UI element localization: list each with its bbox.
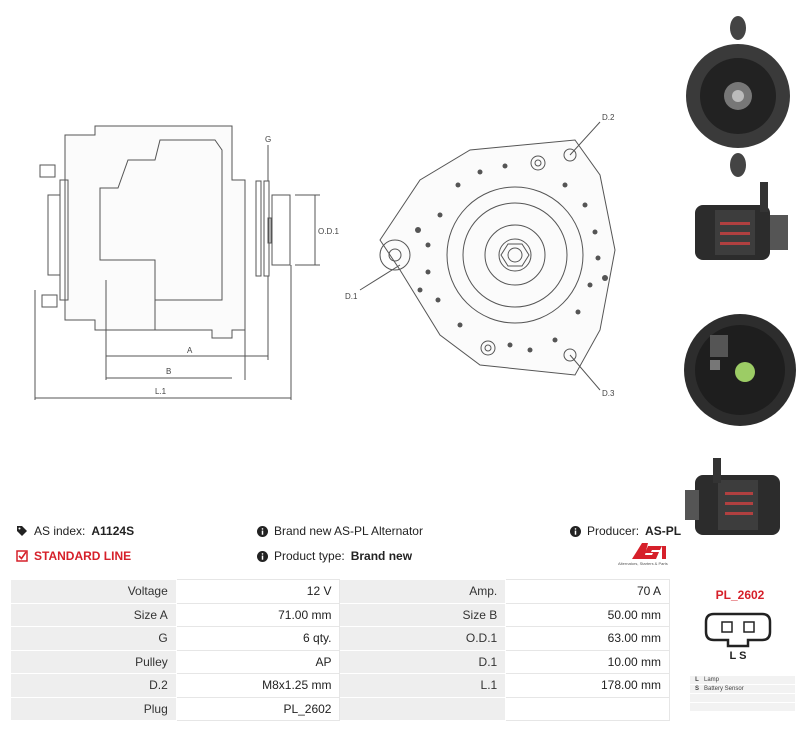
info-icon: [256, 550, 268, 562]
spec-value: 71.00 mm: [175, 602, 341, 627]
photo-front-view: [686, 16, 790, 177]
spec-value: AP: [175, 649, 341, 674]
legend-text: Lamp: [704, 677, 720, 683]
as-index-value: A1124S: [91, 524, 135, 538]
spec-value: M8x1.25 mm: [175, 673, 341, 698]
spec-label: Voltage: [10, 579, 177, 604]
legend-key: L: [695, 677, 699, 683]
photo-side-view-2: [685, 458, 780, 535]
spec-label: Size B: [339, 602, 507, 627]
spec-label: G: [10, 626, 177, 651]
checkbox-icon: [16, 550, 28, 562]
spec-value: 12 V: [175, 579, 341, 604]
standard-line-label: STANDARD LINE: [34, 549, 132, 563]
spec-label: L.1: [339, 673, 507, 698]
technical-drawing: G O.D.1 A B L.1 D.1 D.2 D.3: [34, 113, 616, 400]
dim-label-d1: D.1: [345, 292, 358, 301]
spec-label: Size A: [10, 602, 177, 627]
dim-label-l1: L.1: [155, 387, 167, 396]
legend-text: Battery Sensor: [704, 686, 744, 692]
info-icon: [569, 525, 581, 537]
legend-key: S: [694, 686, 699, 692]
spec-value: 63.00 mm: [505, 626, 670, 651]
info-icon: [256, 525, 268, 537]
as-pl-logo: Alternators, Starters & Parts: [618, 542, 668, 566]
plug-legend: L Lamp S Battery Sensor: [690, 676, 795, 712]
standard-line: STANDARD LINE: [16, 549, 131, 563]
legend-row: S Battery Sensor: [690, 685, 795, 693]
dim-label-od1: O.D.1: [318, 227, 339, 236]
photo-side-view: [695, 182, 788, 260]
spec-label: Pulley: [10, 649, 177, 674]
legend-row: L Lamp: [690, 676, 795, 684]
spec-value: 50.00 mm: [505, 602, 670, 627]
plug-code: PL_2602: [715, 588, 765, 602]
product-type-value: Brand new: [350, 549, 413, 563]
plug-panel: PL_2602 L S L Lamp S Battery Sensor: [690, 582, 795, 722]
product-photos: [684, 16, 796, 535]
spec-label: Amp.: [339, 579, 507, 604]
description-text: Brand new AS-PL Alternator: [274, 524, 423, 538]
dim-label-d3: D.3: [602, 389, 615, 398]
spec-value: 70 A: [505, 579, 670, 604]
spec-label: Plug: [10, 696, 177, 721]
spec-value: 10.00 mm: [505, 649, 670, 674]
plug-pins: L S: [730, 650, 747, 662]
product-type: Product type: Brand new: [256, 549, 412, 563]
spec-label: [339, 696, 507, 721]
legend-row-empty: [690, 703, 795, 711]
spec-label: D.1: [339, 649, 507, 674]
logo-tagline: Alternators, Starters & Parts: [618, 561, 668, 566]
spec-value: 178.00 mm: [505, 673, 670, 698]
as-index-label: AS index:: [34, 524, 86, 538]
spec-value: PL_2602: [175, 696, 341, 721]
tag-icon: [16, 525, 28, 537]
product-type-label: Product type:: [274, 549, 345, 563]
dim-label-a: A: [187, 346, 193, 355]
as-logo-icon: [631, 543, 666, 559]
dim-label-b: B: [166, 367, 171, 376]
dim-label-g: G: [265, 135, 271, 144]
spec-label: O.D.1: [339, 626, 507, 651]
producer-value: AS-PL: [645, 524, 682, 538]
producer: Producer: AS-PL: [569, 524, 681, 538]
producer-label: Producer:: [587, 524, 640, 538]
as-index: AS index: A1124S: [16, 524, 134, 538]
product-info: AS index: A1124S STANDARD LINE Brand new…: [10, 520, 681, 570]
spec-value: 6 qty.: [175, 626, 341, 651]
legend-row-empty: [690, 694, 795, 702]
spec-value: [505, 696, 670, 721]
description: Brand new AS-PL Alternator: [256, 524, 423, 538]
dim-label-d2: D.2: [602, 113, 615, 122]
photo-rear-view: [684, 314, 796, 426]
plug-connector-icon: L S: [704, 612, 772, 662]
spec-label: D.2: [10, 673, 177, 698]
